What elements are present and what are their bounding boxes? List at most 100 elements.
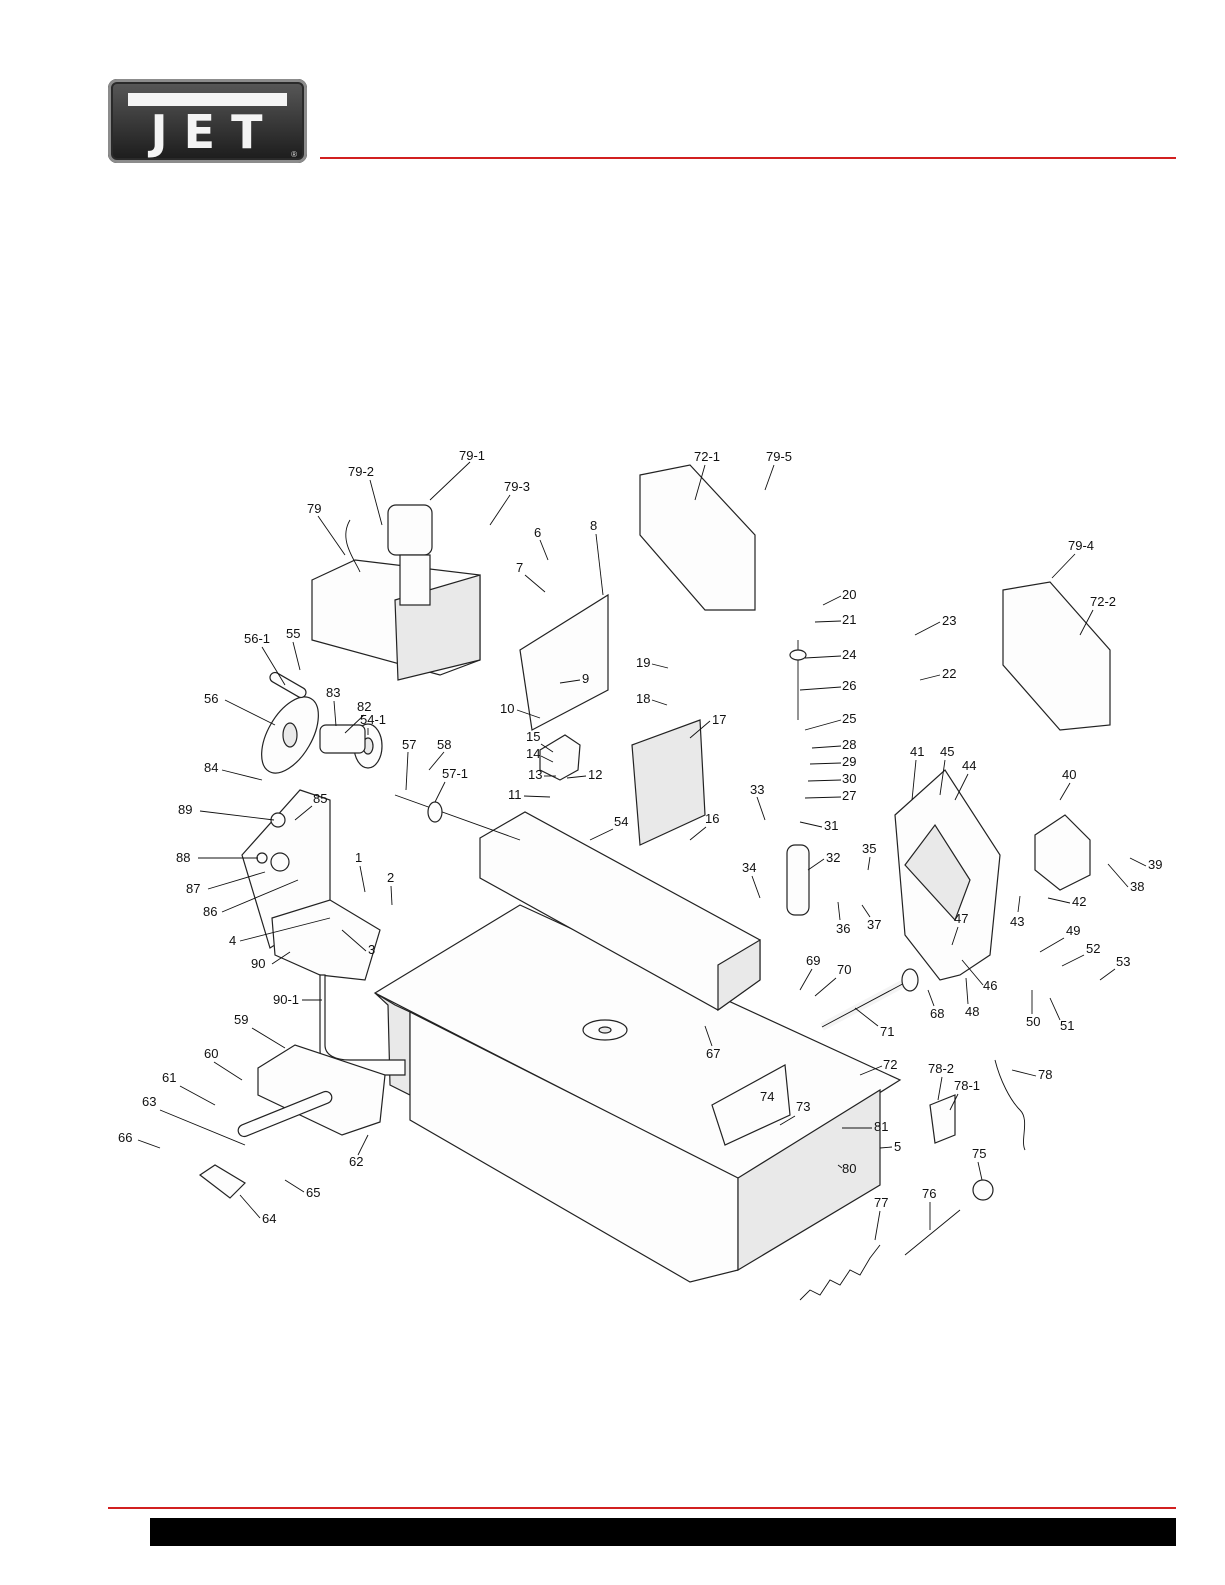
callout-54: 54 <box>614 814 628 829</box>
callout-84: 84 <box>204 760 218 775</box>
callout-75: 75 <box>972 1146 986 1161</box>
callouts: 79-1 79-2 79 79-3 72-1 79-5 6 8 7 79-4 7… <box>118 448 1162 1241</box>
callout-26: 26 <box>842 678 856 693</box>
callout-71: 71 <box>880 1024 894 1039</box>
pivot-frame <box>894 769 1091 981</box>
callout-56-1: 56-1 <box>244 631 270 646</box>
hydraulic-cylinder <box>786 640 810 916</box>
callout-90-1: 90-1 <box>273 992 299 1007</box>
callout-38: 38 <box>1130 879 1144 894</box>
callout-57-1: 57-1 <box>442 766 468 781</box>
callout-28: 28 <box>842 737 856 752</box>
callout-73: 73 <box>796 1099 810 1114</box>
callout-8: 8 <box>590 518 597 533</box>
callout-55: 55 <box>286 626 300 641</box>
callout-10: 10 <box>500 701 514 716</box>
callout-83: 83 <box>326 685 340 700</box>
callout-82: 82 <box>357 699 371 714</box>
callout-72-1: 72-1 <box>694 449 720 464</box>
bearing-housing <box>319 723 383 769</box>
footer-bar <box>150 1518 1176 1546</box>
callout-23: 23 <box>942 613 956 628</box>
callout-51: 51 <box>1060 1018 1074 1033</box>
callout-52: 52 <box>1086 941 1100 956</box>
vise-bracket <box>519 593 706 846</box>
callout-61: 61 <box>162 1070 176 1085</box>
logo-registered-mark: ® <box>291 150 297 159</box>
pivot-shaft <box>820 968 919 1031</box>
callout-35: 35 <box>862 841 876 856</box>
callout-60: 60 <box>204 1046 218 1061</box>
callout-74: 74 <box>760 1089 774 1104</box>
callout-45: 45 <box>940 744 954 759</box>
callout-78: 78 <box>1038 1067 1052 1082</box>
callout-79-5: 79-5 <box>766 449 792 464</box>
callout-1: 1 <box>355 850 362 865</box>
header-rule <box>320 157 1176 159</box>
callout-64: 64 <box>262 1211 276 1226</box>
callout-54-1: 54-1 <box>360 712 386 727</box>
callout-15: 15 <box>526 729 540 744</box>
callout-4: 4 <box>229 933 236 948</box>
callout-79-3: 79-3 <box>504 479 530 494</box>
control-panel <box>241 789 406 1076</box>
callout-19: 19 <box>636 655 650 670</box>
callout-66: 66 <box>118 1130 132 1145</box>
callout-81: 81 <box>874 1119 888 1134</box>
callout-79-4: 79-4 <box>1068 538 1094 553</box>
callout-89: 89 <box>178 802 192 817</box>
misc-parts <box>711 1059 1026 1301</box>
callout-78-2: 78-2 <box>928 1061 954 1076</box>
callout-32: 32 <box>826 850 840 865</box>
callout-53: 53 <box>1116 954 1130 969</box>
callout-72-2: 72-2 <box>1090 594 1116 609</box>
callout-65: 65 <box>306 1185 320 1200</box>
callout-13: 13 <box>528 767 542 782</box>
callout-88: 88 <box>176 850 190 865</box>
callout-69: 69 <box>806 953 820 968</box>
callout-80: 80 <box>842 1161 856 1176</box>
logo-text: JET <box>150 105 279 159</box>
callout-30: 30 <box>842 771 856 786</box>
callout-85: 85 <box>313 791 327 806</box>
callout-78-1: 78-1 <box>954 1078 980 1093</box>
callout-76: 76 <box>922 1186 936 1201</box>
callout-46: 46 <box>983 978 997 993</box>
callout-41: 41 <box>910 744 924 759</box>
callout-34: 34 <box>742 860 756 875</box>
callout-44: 44 <box>962 758 976 773</box>
callout-2: 2 <box>387 870 394 885</box>
footer-rule <box>108 1507 1176 1509</box>
callout-14: 14 <box>526 746 540 761</box>
leg-assembly <box>198 1044 386 1199</box>
callout-37: 37 <box>867 917 881 932</box>
callout-79-2: 79-2 <box>348 464 374 479</box>
arm-assembly <box>394 794 761 1012</box>
callout-79: 79 <box>307 501 321 516</box>
callout-47: 47 <box>954 911 968 926</box>
callout-63: 63 <box>142 1094 156 1109</box>
jet-logo: JET ® <box>108 79 307 163</box>
callout-57: 57 <box>402 737 416 752</box>
callout-29: 29 <box>842 754 856 769</box>
callout-58: 58 <box>437 737 451 752</box>
side-covers <box>639 464 1111 731</box>
callout-50: 50 <box>1026 1014 1040 1029</box>
callout-12: 12 <box>588 767 602 782</box>
callout-70: 70 <box>837 962 851 977</box>
callout-56: 56 <box>204 691 218 706</box>
callout-22: 22 <box>942 666 956 681</box>
callout-7: 7 <box>516 560 523 575</box>
callout-33: 33 <box>750 782 764 797</box>
callout-36: 36 <box>836 921 850 936</box>
callout-59: 59 <box>234 1012 248 1027</box>
callout-18: 18 <box>636 691 650 706</box>
callout-11: 11 <box>508 787 522 802</box>
callout-49: 49 <box>1066 923 1080 938</box>
callout-86: 86 <box>203 904 217 919</box>
callout-90: 90 <box>251 956 265 971</box>
coolant-tank <box>311 504 481 681</box>
callout-9: 9 <box>582 671 589 686</box>
callout-21: 21 <box>842 612 856 627</box>
